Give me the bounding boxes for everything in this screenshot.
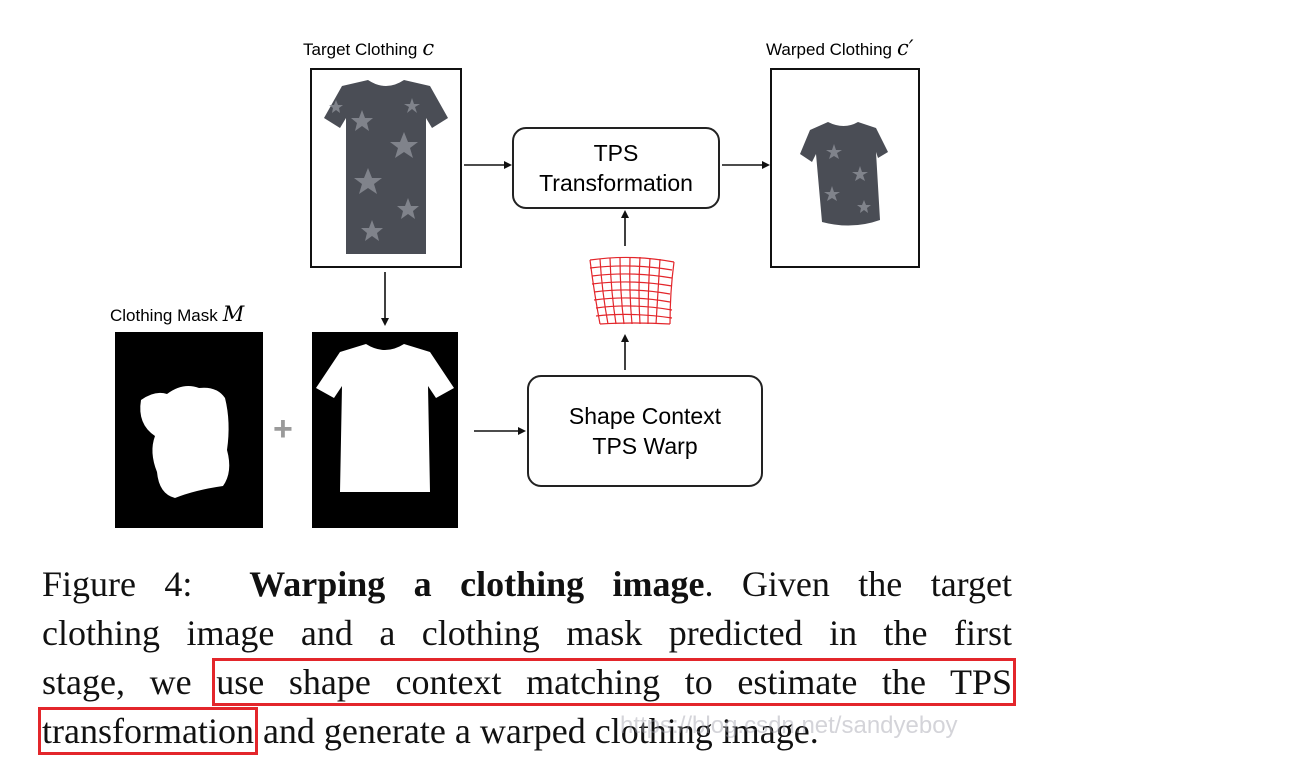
warped-clothing-image <box>770 68 920 268</box>
caption-bold-title: Warping a clothing image <box>249 564 705 604</box>
arrow-down-icon <box>381 272 389 326</box>
shape-box-line1: Shape Context <box>568 403 722 429</box>
shape-box-line2: TPS Warp <box>592 433 698 459</box>
tps-grid-icon <box>589 256 675 325</box>
caption-highlight-2: transformation <box>38 707 258 755</box>
arrow-right-icon <box>474 427 526 435</box>
shirt-mask-image <box>312 332 458 528</box>
tps-box-line1: TPS <box>593 140 639 166</box>
shirt-silhouette-icon <box>316 344 454 492</box>
watermark: https://blog.csdn.net/sandyeboy <box>620 712 958 739</box>
arrow-right-icon <box>464 161 512 169</box>
mask-blob-icon <box>140 386 230 498</box>
shirt-icon <box>324 80 448 254</box>
target-clothing-image <box>310 68 462 268</box>
tps-box-line2: Transformation <box>539 170 693 196</box>
shape-context-box: Shape Context TPS Warp <box>527 375 763 487</box>
clothing-mask-image <box>115 332 263 528</box>
plus-symbol: + <box>273 410 293 448</box>
tps-transformation-box: TPS Transformation <box>512 127 720 209</box>
caption-line-4: transformation and generate a warped clo… <box>38 707 819 755</box>
warped-shirt-icon <box>800 122 888 226</box>
caption-line-2: clothing image and a clothing mask predi… <box>42 613 1012 653</box>
arrow-up-icon <box>621 210 629 246</box>
arrow-right-icon <box>722 161 770 169</box>
caption-line-1: Figure 4: Warping a clothing image. Give… <box>42 564 1012 604</box>
caption-highlight-1: use shape context matching to estimate t… <box>212 658 1017 706</box>
caption-line-3: stage, we use shape context matching to … <box>42 658 1017 706</box>
figure-caption: Figure 4: Warping a clothing image. Give… <box>38 560 1017 756</box>
arrow-up-icon <box>621 334 629 370</box>
